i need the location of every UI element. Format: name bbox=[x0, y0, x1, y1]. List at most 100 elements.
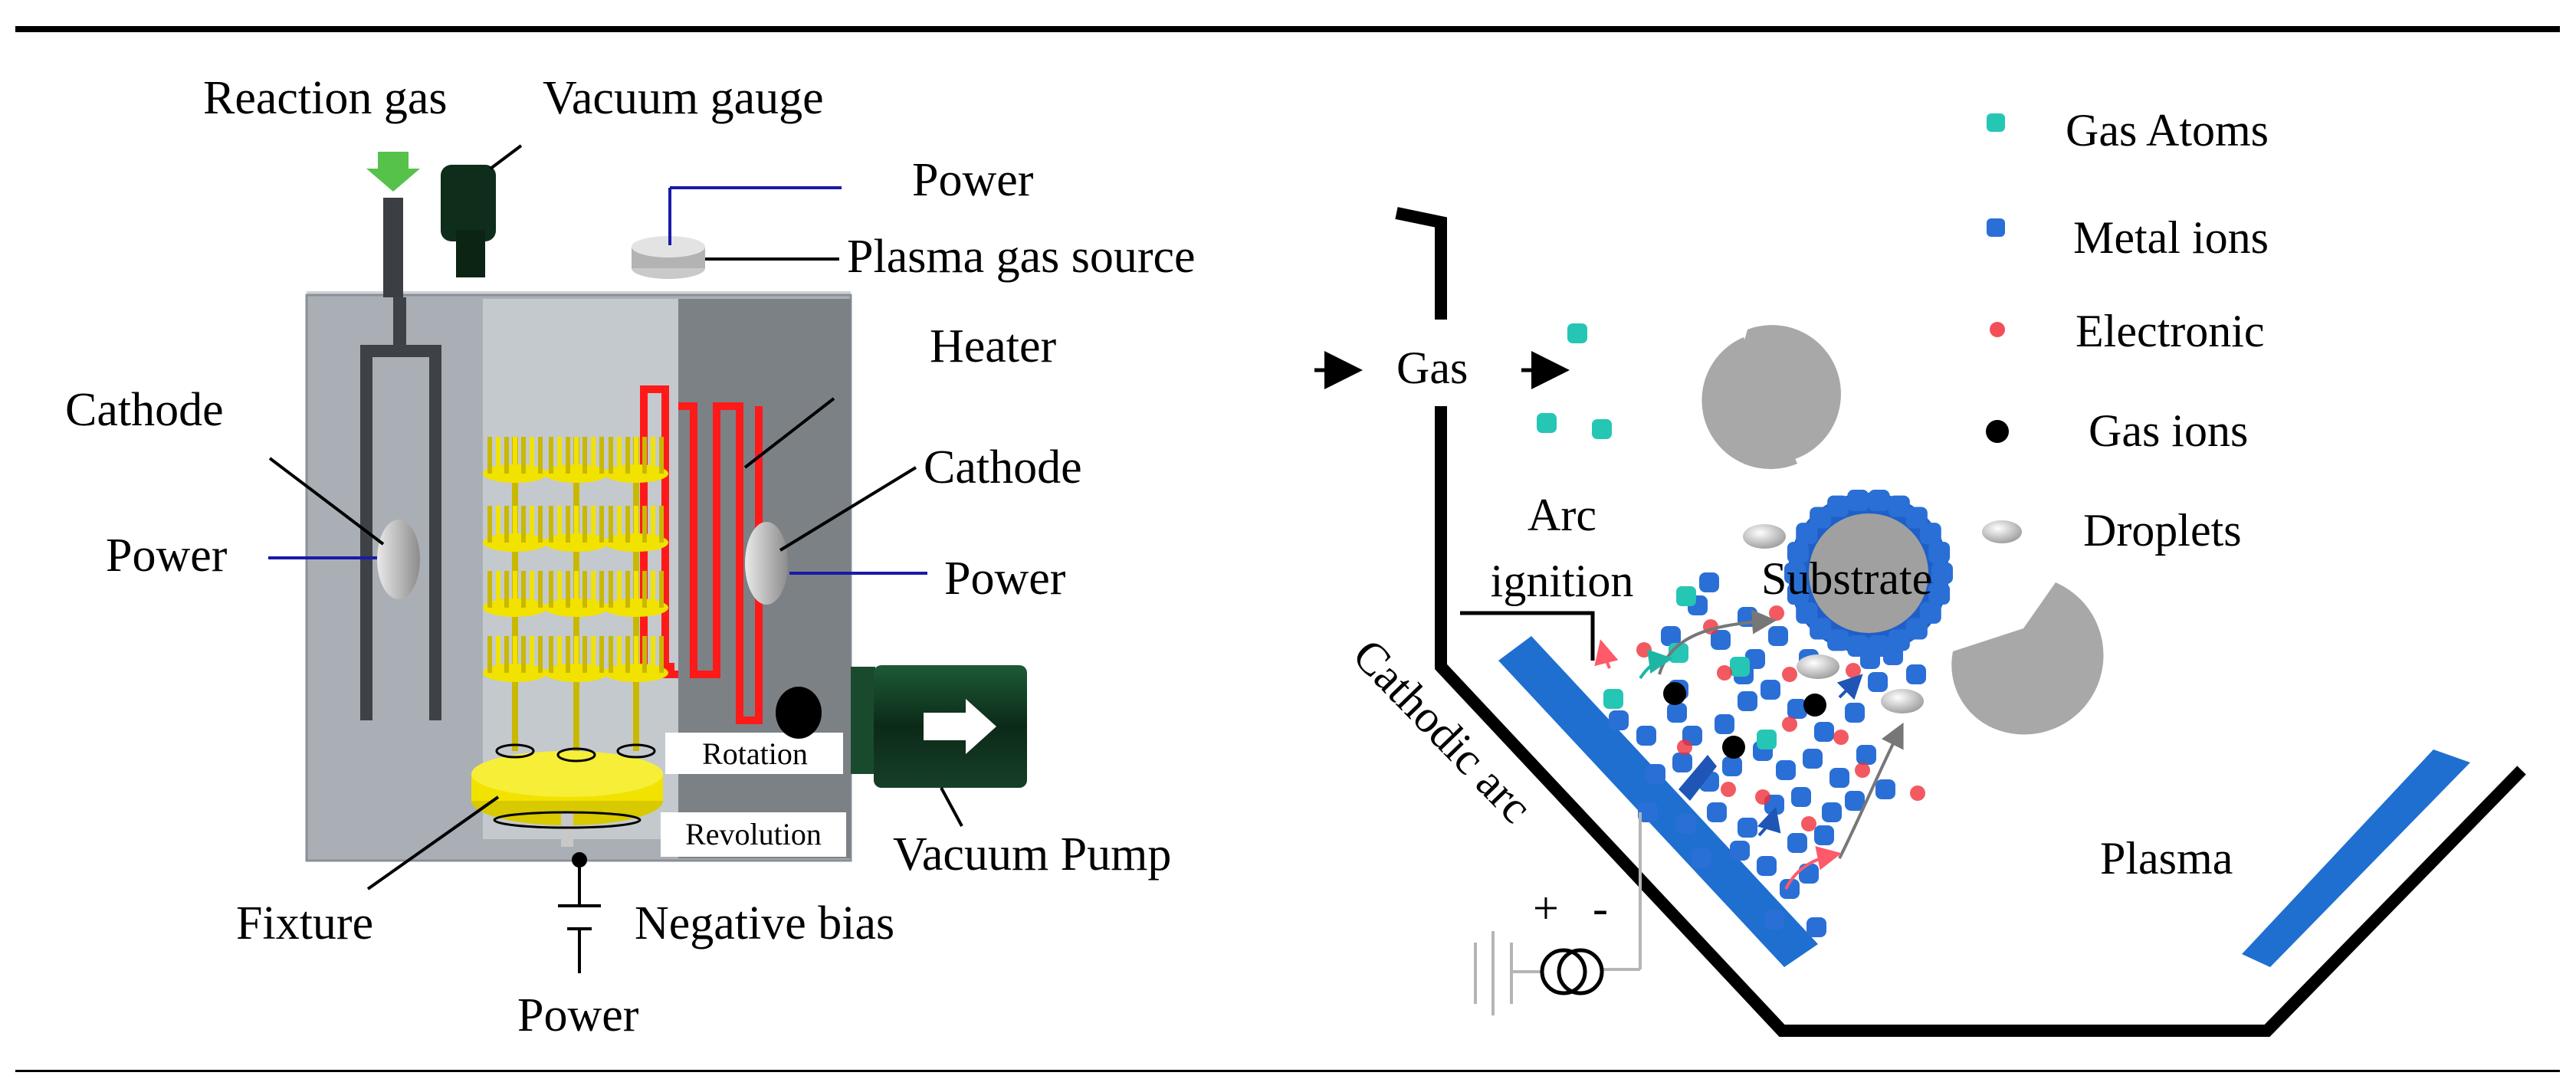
fixture-pin bbox=[574, 437, 579, 474]
metal-ion bbox=[1676, 814, 1696, 834]
fixture-pin bbox=[617, 506, 622, 543]
substrate-metal-ion bbox=[1919, 602, 1941, 624]
fixture-pin bbox=[513, 437, 517, 474]
pump-arrow-icon bbox=[924, 699, 996, 754]
fixture-pin bbox=[504, 506, 509, 543]
rotation-arrows bbox=[493, 743, 656, 829]
substrate-metal-ion bbox=[1905, 507, 1928, 529]
revolution-label: Revolution bbox=[685, 817, 822, 851]
substrate bbox=[1784, 489, 1953, 658]
metal-ion bbox=[1845, 791, 1865, 811]
substrate-metal-ion bbox=[1810, 507, 1832, 529]
gas-ion bbox=[1803, 694, 1826, 717]
shield-lower bbox=[1951, 582, 2104, 735]
vacuum-gauge-label: Vacuum gauge bbox=[543, 72, 824, 124]
gas-atom bbox=[1730, 657, 1750, 677]
particles bbox=[1537, 323, 1926, 937]
fixture-pin bbox=[609, 506, 613, 543]
metal-ion bbox=[1636, 726, 1656, 746]
fixture-pin bbox=[549, 636, 553, 673]
legend: Gas Atoms Metal ions Electronic Gas ions… bbox=[1982, 105, 2269, 556]
fixture-pin bbox=[651, 571, 655, 608]
fixture-pin bbox=[651, 636, 655, 673]
arc-power-supply bbox=[1474, 812, 1642, 1015]
fixture-pin bbox=[566, 571, 570, 608]
metal-ion bbox=[1646, 764, 1665, 784]
fixture-pin bbox=[634, 506, 638, 543]
metal-ion bbox=[1906, 664, 1926, 684]
fixture-pin bbox=[487, 506, 492, 543]
fixture-pin bbox=[625, 437, 630, 474]
substrate-metal-ion bbox=[1847, 489, 1869, 511]
plus-label: + bbox=[1533, 883, 1559, 933]
gas-ion bbox=[1663, 682, 1686, 705]
metal-ion bbox=[1715, 714, 1734, 734]
cathode-bar bbox=[1498, 636, 1818, 967]
fixture-pin bbox=[521, 636, 526, 673]
fixture-pin bbox=[538, 506, 543, 543]
metal-ion bbox=[1780, 879, 1800, 899]
metal-ion bbox=[1803, 749, 1823, 769]
fixture-pin bbox=[549, 506, 553, 543]
fixture-pin bbox=[609, 437, 613, 474]
metal-ion bbox=[1883, 645, 1903, 665]
metal-ion bbox=[1787, 833, 1807, 853]
fixture-pin bbox=[566, 437, 570, 474]
fixture-tree bbox=[483, 437, 668, 751]
droplet bbox=[1881, 689, 1924, 713]
electron bbox=[1721, 782, 1736, 797]
fixture-pin bbox=[617, 571, 622, 608]
gas-ions-marker bbox=[1986, 420, 2009, 443]
metal-ion bbox=[1787, 699, 1807, 719]
metal-ion bbox=[1667, 703, 1687, 723]
gas-ion bbox=[1722, 736, 1745, 759]
electron bbox=[1636, 642, 1652, 658]
substrate-metal-ion bbox=[1796, 523, 1818, 545]
electron bbox=[1782, 667, 1797, 682]
flow-arrows bbox=[1594, 609, 1904, 890]
metal-ion bbox=[1672, 753, 1692, 772]
fixture-pin bbox=[651, 437, 655, 474]
metal-ion bbox=[1829, 768, 1849, 788]
metal-ion bbox=[1845, 703, 1865, 723]
fixture-pin bbox=[521, 506, 526, 543]
fixture-pin bbox=[659, 506, 664, 543]
fixture-pin bbox=[557, 571, 562, 608]
fixture-pointer bbox=[366, 795, 500, 890]
metal-ion bbox=[1868, 672, 1888, 692]
rotation-label-box: Rotation bbox=[665, 733, 843, 774]
fixture-pin bbox=[557, 636, 562, 673]
ignition-label: ignition bbox=[1491, 556, 1634, 606]
fixture-pin bbox=[591, 636, 596, 673]
metal-ion bbox=[1776, 760, 1796, 780]
plasma-gas-source-label: Plasma gas source bbox=[847, 231, 1196, 283]
gas-atoms-marker bbox=[1987, 113, 2005, 132]
metal-ion bbox=[1609, 710, 1629, 730]
fixture-pin bbox=[591, 506, 596, 543]
bottom-rule bbox=[15, 1070, 2560, 1072]
fixture-pin bbox=[634, 437, 638, 474]
electron bbox=[1782, 717, 1797, 732]
fixture-pin bbox=[487, 571, 492, 608]
legend-item-gas-atoms: Gas Atoms bbox=[2066, 105, 2269, 156]
fixture-pin bbox=[659, 437, 664, 474]
substrate-metal-ion bbox=[1827, 495, 1849, 517]
fixture-pin bbox=[642, 571, 647, 608]
droplet bbox=[1797, 654, 1839, 679]
fixture-pin bbox=[591, 571, 596, 608]
legend-item-metal-ions: Metal ions bbox=[2073, 212, 2269, 263]
legend-item-gas-ions: Gas ions bbox=[2089, 405, 2248, 456]
droplets-marker bbox=[1982, 520, 2022, 543]
metal-ion bbox=[1764, 910, 1784, 930]
fixture-pin bbox=[521, 571, 526, 608]
fixture-pin bbox=[487, 636, 492, 673]
fixture-pin bbox=[659, 636, 664, 673]
fixture-pin bbox=[530, 437, 534, 474]
fixture-pin bbox=[582, 506, 587, 543]
substrate-metal-ion bbox=[1787, 541, 1809, 563]
fixture-pin bbox=[557, 506, 562, 543]
fixture-pin bbox=[538, 571, 543, 608]
substrate-metal-ion bbox=[1827, 629, 1849, 651]
electron bbox=[1833, 730, 1849, 745]
fixture-pin bbox=[617, 437, 622, 474]
